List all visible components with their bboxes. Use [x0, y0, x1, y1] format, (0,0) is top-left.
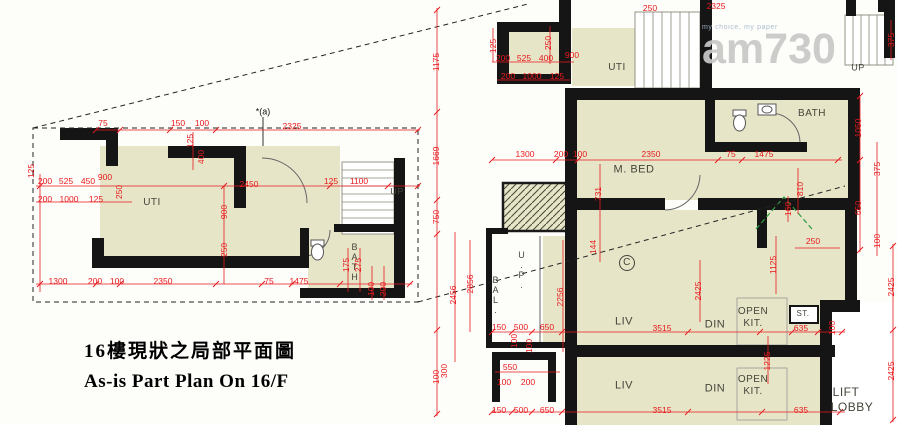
watermark: my choice, my paper am730 [702, 24, 836, 73]
caption: 16樓現狀之局部平面圖 As-is Part Plan On 16/F [84, 336, 296, 393]
bathroom-fixtures [310, 103, 777, 261]
watermark-brand: am730 [702, 25, 836, 73]
hatched-shaft [501, 181, 569, 233]
lift-lobby-floor [832, 302, 897, 425]
caption-english: As-is Part Plan On 16/F [84, 371, 289, 392]
dimension-lines [36, 8, 894, 422]
detail-callout-lines [32, 3, 846, 303]
watermark-tagline: my choice, my paper [702, 24, 778, 31]
walls [60, 0, 895, 425]
green-door-swing [755, 196, 813, 230]
caption-chinese: 16樓現狀之局部平面圖 [84, 341, 297, 362]
dimension-ticks [36, 6, 897, 424]
storage-box [789, 305, 819, 324]
